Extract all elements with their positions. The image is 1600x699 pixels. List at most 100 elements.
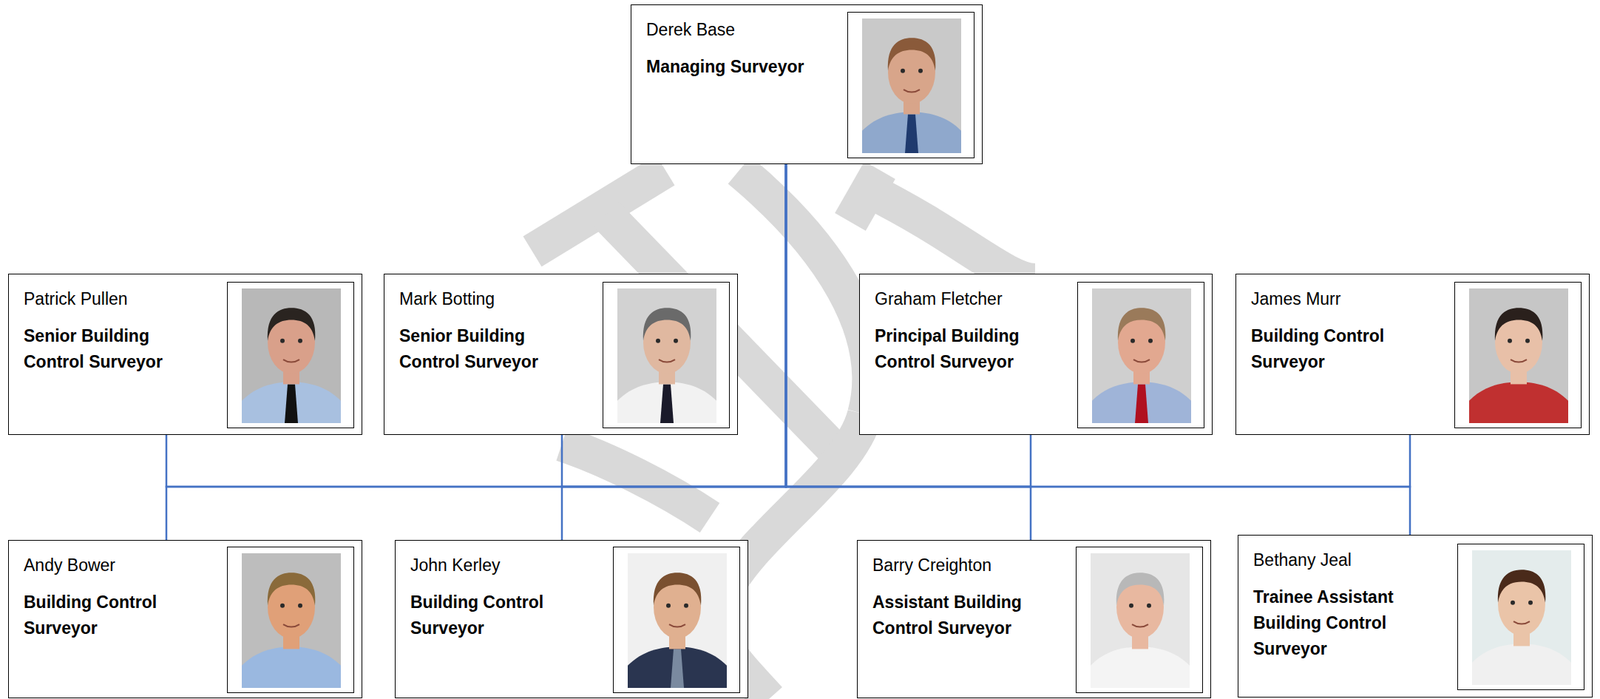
job-title: Principal Building Control Surveyor: [874, 323, 1064, 375]
job-title: Senior Building Control Surveyor: [399, 323, 590, 375]
portrait-photo: [241, 553, 341, 688]
mouth: [903, 89, 920, 93]
mouth: [283, 624, 300, 627]
job-title: Building Control Surveyor: [1251, 323, 1442, 375]
photo-ground: [1469, 288, 1569, 423]
mouth: [1131, 624, 1149, 627]
hair: [887, 37, 937, 71]
hair: [267, 307, 316, 341]
job-title: Building Control Surveyor: [23, 589, 214, 642]
eye: [1130, 338, 1135, 344]
person-text: James MurrBuilding Control Surveyor: [1251, 287, 1442, 375]
person-box: Barry CreightonAssistant Building Contro…: [856, 539, 1212, 698]
photo-ground: [241, 288, 341, 423]
person-box: John KerleyBuilding Control Surveyor: [394, 539, 749, 698]
tie: [904, 113, 919, 154]
photo-ground: [1090, 553, 1190, 688]
person-text: John KerleyBuilding Control Surveyor: [410, 553, 600, 642]
hair: [653, 572, 702, 605]
hair: [643, 307, 692, 341]
photo-frame: [1077, 281, 1205, 429]
photo-frame: [1454, 281, 1582, 429]
hair: [1497, 569, 1547, 602]
eye: [918, 68, 923, 74]
photo-frame: [612, 546, 741, 693]
mouth: [1133, 359, 1150, 363]
tie: [660, 383, 674, 423]
person-text: Bethany JealTrainee Assistant Building C…: [1253, 548, 1444, 662]
photo-ground: [241, 553, 341, 688]
eye: [1129, 603, 1134, 608]
eye: [900, 68, 905, 74]
person-box: Bethany JealTrainee Assistant Building C…: [1237, 534, 1593, 698]
photo-frame: [226, 281, 355, 429]
hair: [267, 572, 316, 605]
portrait-photo: [617, 288, 717, 423]
person-box: James MurrBuilding Control Surveyor: [1235, 273, 1590, 435]
job-title: Managing Surveyor: [646, 53, 835, 80]
person-name: Mark Botting: [399, 287, 590, 310]
eye: [1148, 338, 1153, 344]
eye: [655, 338, 661, 344]
person-box: Graham FletcherPrincipal Building Contro…: [859, 273, 1213, 435]
person-name: John Kerley: [410, 553, 600, 576]
eye: [297, 338, 303, 344]
job-title: Senior Building Control Surveyor: [23, 323, 214, 375]
eye: [1525, 338, 1530, 344]
eye: [1510, 600, 1515, 605]
person-text: Graham FletcherPrincipal Building Contro…: [874, 287, 1064, 375]
eye: [297, 603, 303, 608]
shoulders: [617, 381, 717, 423]
eye: [280, 338, 285, 344]
portrait-photo: [1469, 288, 1569, 423]
photo-ground: [617, 288, 717, 423]
person-text: Mark BottingSenior Building Control Surv…: [399, 287, 590, 375]
photo-frame: [226, 546, 355, 693]
eye: [280, 603, 285, 608]
person-name: Andy Bower: [23, 553, 214, 576]
portrait-photo: [1090, 553, 1190, 688]
shoulders: [862, 111, 962, 154]
reporting-line: [166, 164, 786, 540]
portrait-photo: [627, 553, 727, 688]
mouth: [658, 359, 676, 363]
photo-frame: [847, 11, 975, 159]
mouth: [669, 624, 686, 627]
hair: [1117, 307, 1166, 341]
eye: [673, 338, 679, 344]
photo-ground: [627, 553, 727, 688]
tie: [284, 383, 298, 423]
hair: [1495, 307, 1544, 341]
person-text: Derek BaseManaging Surveyor: [646, 18, 835, 80]
hair: [1116, 572, 1165, 605]
mouth: [1510, 359, 1527, 363]
eye: [683, 603, 689, 608]
person-name: Barry Creighton: [872, 553, 1063, 576]
shoulders: [1472, 643, 1572, 685]
reporting-line: [166, 164, 786, 487]
person-name: Bethany Jeal: [1253, 548, 1444, 571]
shoulders: [1092, 381, 1192, 423]
job-title: Building Control Surveyor: [410, 589, 600, 642]
shoulders: [241, 646, 341, 688]
mouth: [283, 359, 300, 363]
person-name: Graham Fletcher: [874, 287, 1064, 310]
person-box: Mark BottingSenior Building Control Surv…: [383, 273, 738, 435]
person-text: Andy BowerBuilding Control Surveyor: [23, 553, 214, 642]
eye: [1507, 338, 1513, 344]
tie: [670, 648, 684, 688]
person-box: Patrick PullenSenior Building Control Su…: [8, 273, 363, 435]
eye: [1146, 603, 1152, 608]
portrait-photo: [241, 288, 341, 423]
shoulders: [627, 646, 727, 688]
photo-frame: [1075, 546, 1203, 693]
job-title: Assistant Building Control Surveyor: [872, 589, 1063, 642]
eye: [666, 603, 671, 608]
photo-frame: [1457, 543, 1585, 690]
mouth: [1513, 621, 1530, 625]
shoulders: [241, 381, 341, 423]
person-name: Patrick Pullen: [23, 287, 214, 310]
photo-frame: [602, 281, 730, 429]
tie: [1134, 383, 1149, 423]
